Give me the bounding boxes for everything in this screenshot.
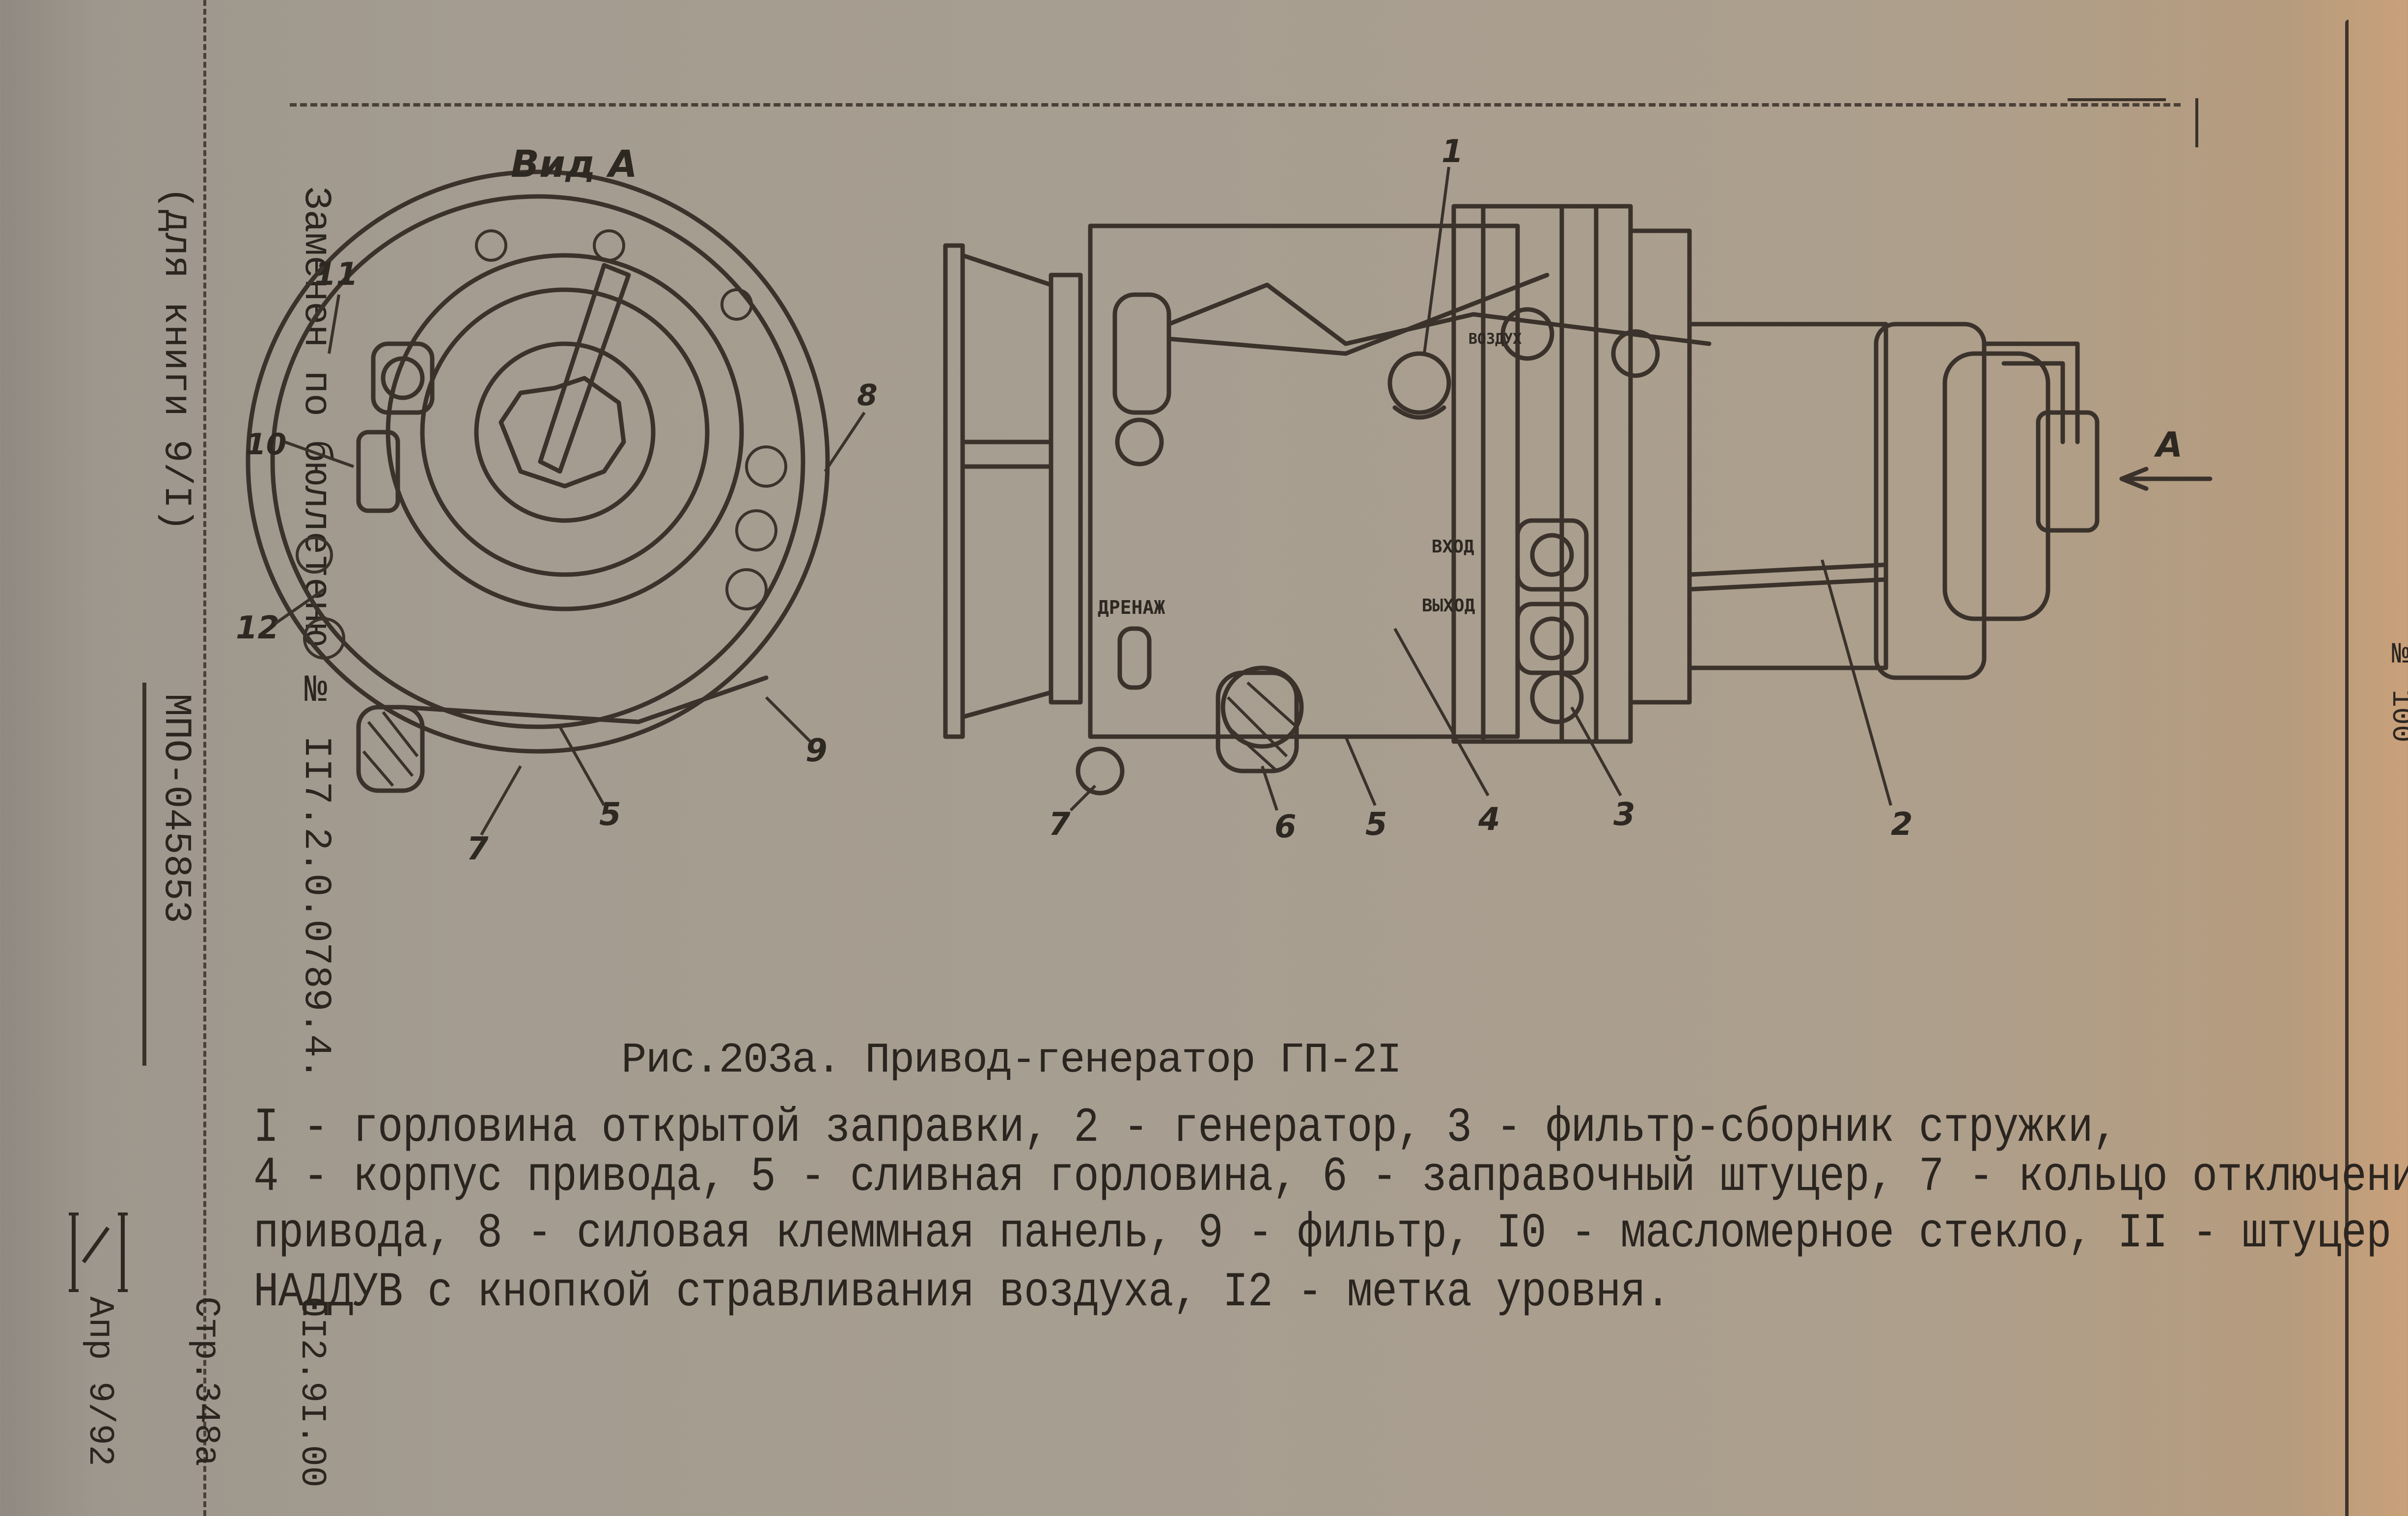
left-dashed-rule [203,0,206,1516]
air-label: ВОЗДУХ [1468,331,1522,348]
top-right-dash [2068,98,2166,101]
figure-title: Рис.203а. Привод-генератор ГП-2I [621,1036,1402,1084]
output-label: ВЫХОД [1422,596,1475,616]
drain-label: ДРЕНАЖ [1098,597,1165,618]
revision-date: Апр 9/92 [80,1296,120,1466]
note-underline [142,683,146,1066]
callout-5-right: 5 [1365,806,1387,843]
replacement-note-line2: (для книги 9/I) МПО-045853 [152,187,199,1080]
caption-line-1: I - горловина открытой заправки, 2 - ген… [253,1100,2118,1156]
view-arrow-label: А [2154,425,2183,465]
caption-line-2: 4 - корпус привода, 5 - сливная горловин… [253,1149,2408,1205]
side-view-labels: ДРЕНАЖ ВОЗДУХ ВХОД ВЫХОД 1 2 3 4 5 6 7 А [1049,134,2183,845]
side-view [943,204,2213,796]
doc-code: 0I2.9I.00 [292,1296,332,1488]
caption-line-3: привода, 8 - силовая клеммная панель, 9 … [253,1206,2391,1261]
callout-3: 3 [1613,797,1635,833]
mpo-number: МПО-045853 [154,693,197,924]
revision-mark [69,1213,128,1292]
top-dashed-rule [290,103,2181,107]
page-footer: 0I2.9I.00 Стр.348а Апр 9/92 [47,1296,400,1488]
top-right-tick [2195,98,2198,147]
callout-4: 4 [1478,801,1500,838]
callout-10: 10 [246,427,287,462]
book-ref: (для книги 9/I) [154,187,197,532]
replacement-note: Заменен по бюллетеню № II7.2.0.0789.4. (… [106,187,432,1080]
callout-6: 6 [1274,809,1297,845]
right-edge-note: № 100 [2384,638,2408,743]
page-number: Стр.348а [186,1296,226,1466]
view-a-label: Вид А [511,142,637,186]
callout-11: 11 [314,256,358,293]
callout-2: 2 [1891,806,1913,843]
view-a-callouts: Вид А 11 10 12 8 9 5 7 [236,142,878,867]
callout-1: 1 [1441,134,1464,170]
callout-12: 12 [236,610,279,646]
callout-7-right: 7 [1049,806,1071,843]
input-label: ВХОД [1432,537,1474,557]
right-margin-rule [2345,20,2349,1516]
callout-7-left: 7 [467,831,489,867]
caption-line-4: НАДДУВ с кнопкой стравливания воздуха, I… [253,1265,1671,1320]
replacement-note-line1: Заменен по бюллетеню № II7.2.0.0789.4. [294,187,337,1080]
view-a-end-view [246,169,830,793]
callout-8: 8 [857,378,878,413]
